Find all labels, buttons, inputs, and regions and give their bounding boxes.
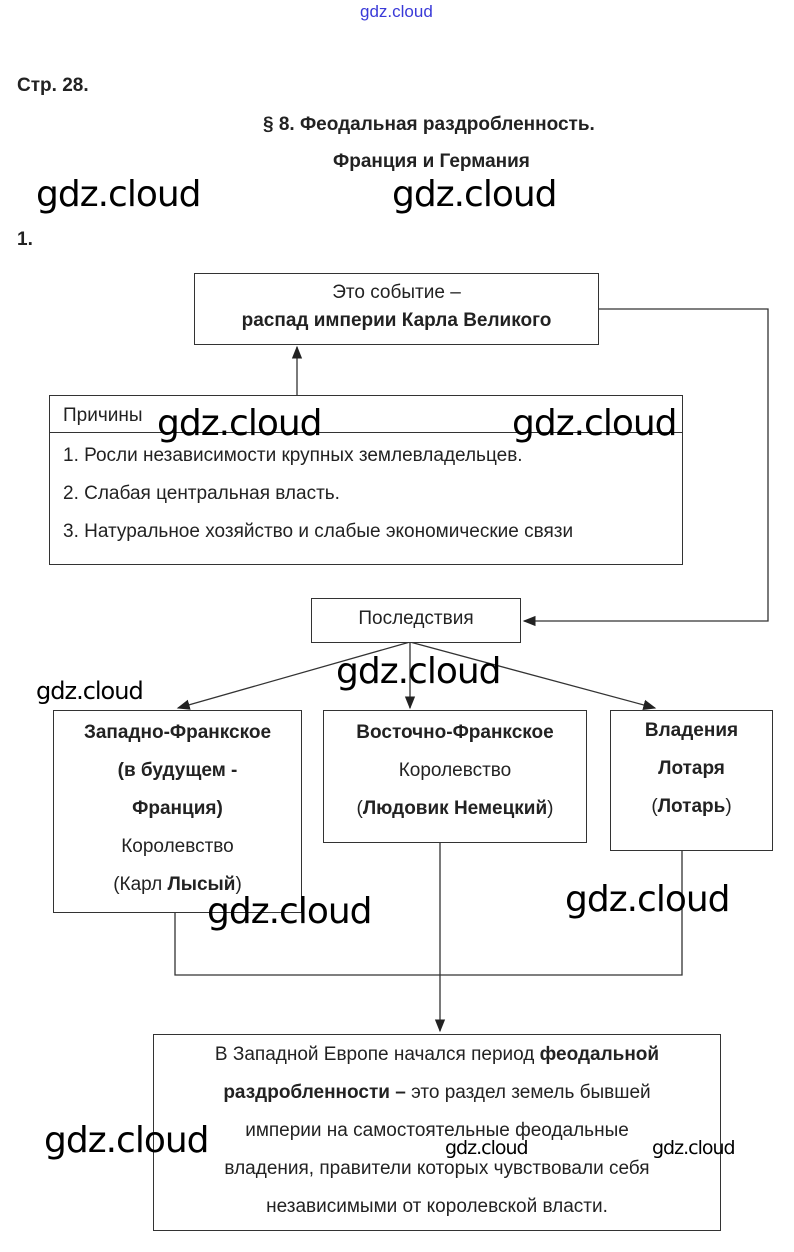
lothair-box: Владения Лотаря (Лотарь)	[610, 710, 773, 851]
watermark: gdz.cloud	[36, 677, 144, 705]
task-number: 1.	[17, 229, 33, 250]
conclusion-term: феодальной	[539, 1044, 660, 1065]
ruler-name: Лотарь	[657, 796, 726, 817]
event-line2: распад империи Карла Великого	[241, 310, 552, 331]
kingdom-name: Восточно-Франкское	[356, 722, 554, 743]
watermark: gdz.cloud	[652, 1137, 736, 1159]
kingdom-name: Лотаря	[658, 758, 725, 779]
cause-item: 3. Натуральное хозяйство и слабые эконом…	[63, 521, 574, 542]
kingdom-name: Западно-Франкское	[83, 722, 272, 743]
ruler-name: Людовик Немецкий	[362, 798, 548, 819]
watermark: gdz.cloud	[445, 1137, 529, 1159]
arrow-to-west-francia	[176, 641, 411, 710]
arrow-event-to-consequences	[522, 308, 769, 627]
kingdom-ruler: (Людовик Немецкий)	[324, 790, 586, 828]
causes-heading: Причины	[50, 396, 682, 433]
consequences-box: Последствия	[311, 598, 521, 643]
ruler-suffix: )	[547, 798, 554, 819]
kingdom-note: (в будущем -	[117, 760, 238, 781]
watermark: gdz.cloud	[565, 879, 731, 920]
top-watermark: gdz.cloud	[360, 2, 433, 21]
kingdom-type: Королевство	[398, 760, 512, 781]
ruler-suffix: )	[725, 796, 732, 817]
kingdom-ruler: (Лотарь)	[611, 788, 772, 826]
arrow-to-lothair	[409, 641, 657, 710]
kingdom-ruler: (Карл Лысый)	[54, 866, 301, 904]
ruler-prefix: (	[356, 798, 363, 819]
ruler-suffix: )	[235, 874, 242, 895]
watermark: gdz.cloud	[36, 174, 202, 215]
ruler-prefix: (Карл	[113, 874, 168, 895]
kingdom-note: Франция)	[132, 798, 223, 819]
page-reference: Стр. 28.	[17, 75, 89, 96]
conclusion-text: империи на самостоятельные феодальные	[245, 1120, 629, 1141]
watermark: gdz.cloud	[157, 403, 323, 444]
conclusion-term: раздробленности –	[223, 1082, 406, 1103]
event-box: Это событие – распад империи Карла Велик…	[194, 273, 599, 345]
west-francia-box: Западно-Франкское (в будущем - Франция) …	[53, 710, 302, 913]
event-line1: Это событие –	[332, 282, 461, 303]
conclusion-text: это раздел земель бывшей	[405, 1082, 651, 1103]
ruler-name: Лысый	[167, 874, 236, 895]
watermark: gdz.cloud	[392, 174, 558, 215]
conclusion-text: В Западной Европе начался период	[214, 1044, 540, 1065]
watermark: gdz.cloud	[336, 651, 502, 692]
conclusion-text: независимыми от королевской власти.	[266, 1196, 608, 1217]
conclusion-text: владения, правители которых чувствовали …	[224, 1158, 650, 1179]
kingdom-name: Владения	[644, 720, 739, 741]
conclusion-box: В Западной Европе начался период феодаль…	[153, 1034, 721, 1231]
section-title: § 8. Феодальная раздробленность.	[263, 114, 595, 135]
bracket-line	[174, 850, 683, 976]
east-francia-box: Восточно-Франкское Королевство (Людовик …	[323, 710, 587, 843]
kingdom-type: Королевство	[121, 836, 234, 857]
ruler-prefix: (	[651, 796, 658, 817]
cause-item: 1. Росли независимости крупных землевлад…	[63, 445, 523, 466]
watermark: gdz.cloud	[512, 403, 678, 444]
cause-item: 2. Слабая центральная власть.	[63, 483, 340, 504]
causes-box: Причины 1. Росли независимости крупных з…	[49, 395, 683, 565]
section-subtitle: Франция и Германия	[333, 151, 530, 172]
watermark: gdz.cloud	[207, 891, 373, 932]
watermark: gdz.cloud	[44, 1120, 210, 1161]
